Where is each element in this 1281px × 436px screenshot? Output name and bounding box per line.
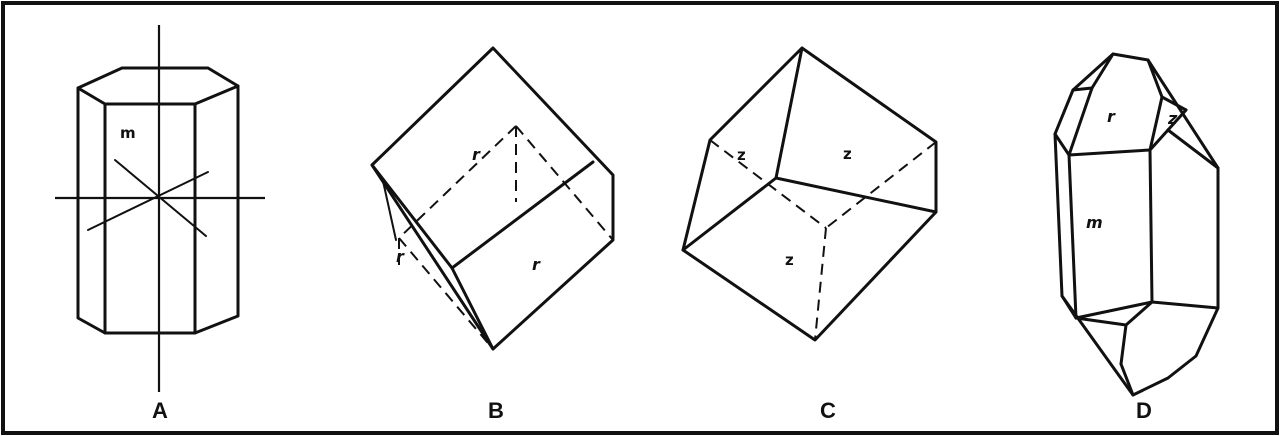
edge-d-prism-right [1148,148,1154,304]
edge-d-top-3 [1067,86,1094,157]
rhombohedron-b-outline [370,46,615,351]
edge-d-top-6 [1160,95,1188,112]
face-label-m: m [120,124,136,142]
edge-b-front-1 [370,163,454,270]
panel-label-d: D [1136,398,1152,423]
edge-d-top-5 [1148,95,1164,152]
edge-b-side [382,180,397,241]
panel-label-b: B [488,398,504,423]
edge-d-top-2 [1071,86,1094,92]
panel-d-quartz: r z m [1053,52,1220,397]
edge-b-front-3 [450,266,495,351]
edge-d-prism-bottom [1074,300,1154,320]
edge-d-bot-5 [1119,362,1135,397]
face-label-r-left: r [396,247,405,266]
rhombohedron-c-outline [681,46,938,342]
panel-a-prism: m [55,25,265,392]
edge-d-prism-left [1067,153,1078,320]
edge-d-side-left2 [1060,294,1078,320]
prism-outline [76,84,240,335]
edge-b-front-2 [450,160,595,270]
edge-d-prism-top [1067,148,1152,157]
hidden-edge-b2 [398,125,517,239]
panel-label-c: C [820,398,836,423]
a-axis-inclined-2 [87,171,209,231]
panel-c-rhombohedron: z z z [681,46,938,342]
face-label-z-bottom: z [785,251,794,269]
edge-c-front-3 [774,176,938,214]
face-label-r-top: r [472,145,481,164]
edge-d-top-1 [1090,52,1115,90]
hidden-edge-c2 [825,141,937,229]
face-label-m-d: m [1086,213,1103,232]
edge-d-top-7 [1166,108,1188,132]
edge-d-top-4 [1146,58,1164,99]
edge-c-front-1 [774,46,804,180]
face-label-z: z [1167,109,1178,128]
panel-b-rhombohedron: r r r [370,46,615,351]
hidden-edge-c3 [814,227,827,341]
edge-d-side-left [1053,132,1071,157]
hidden-edge-b4 [398,237,494,350]
edge-d-bot-3 [1074,316,1128,327]
face-label-r-right: r [532,255,541,274]
edge-d-bot-2 [1124,300,1154,327]
panel-label-a: A [152,398,168,423]
quartz-outline [1053,52,1220,397]
edge-d-bot-4 [1119,323,1128,366]
edge-d-top-8 [1148,128,1170,152]
face-label-z-left: z [737,146,746,164]
edge-c-front-2 [681,176,778,252]
edge-d-top-9 [1166,128,1220,170]
face-label-r: r [1107,107,1116,126]
a-axis-inclined-1 [114,159,207,237]
face-label-z-right: z [843,145,852,163]
edge-d-bot-1 [1150,300,1220,310]
